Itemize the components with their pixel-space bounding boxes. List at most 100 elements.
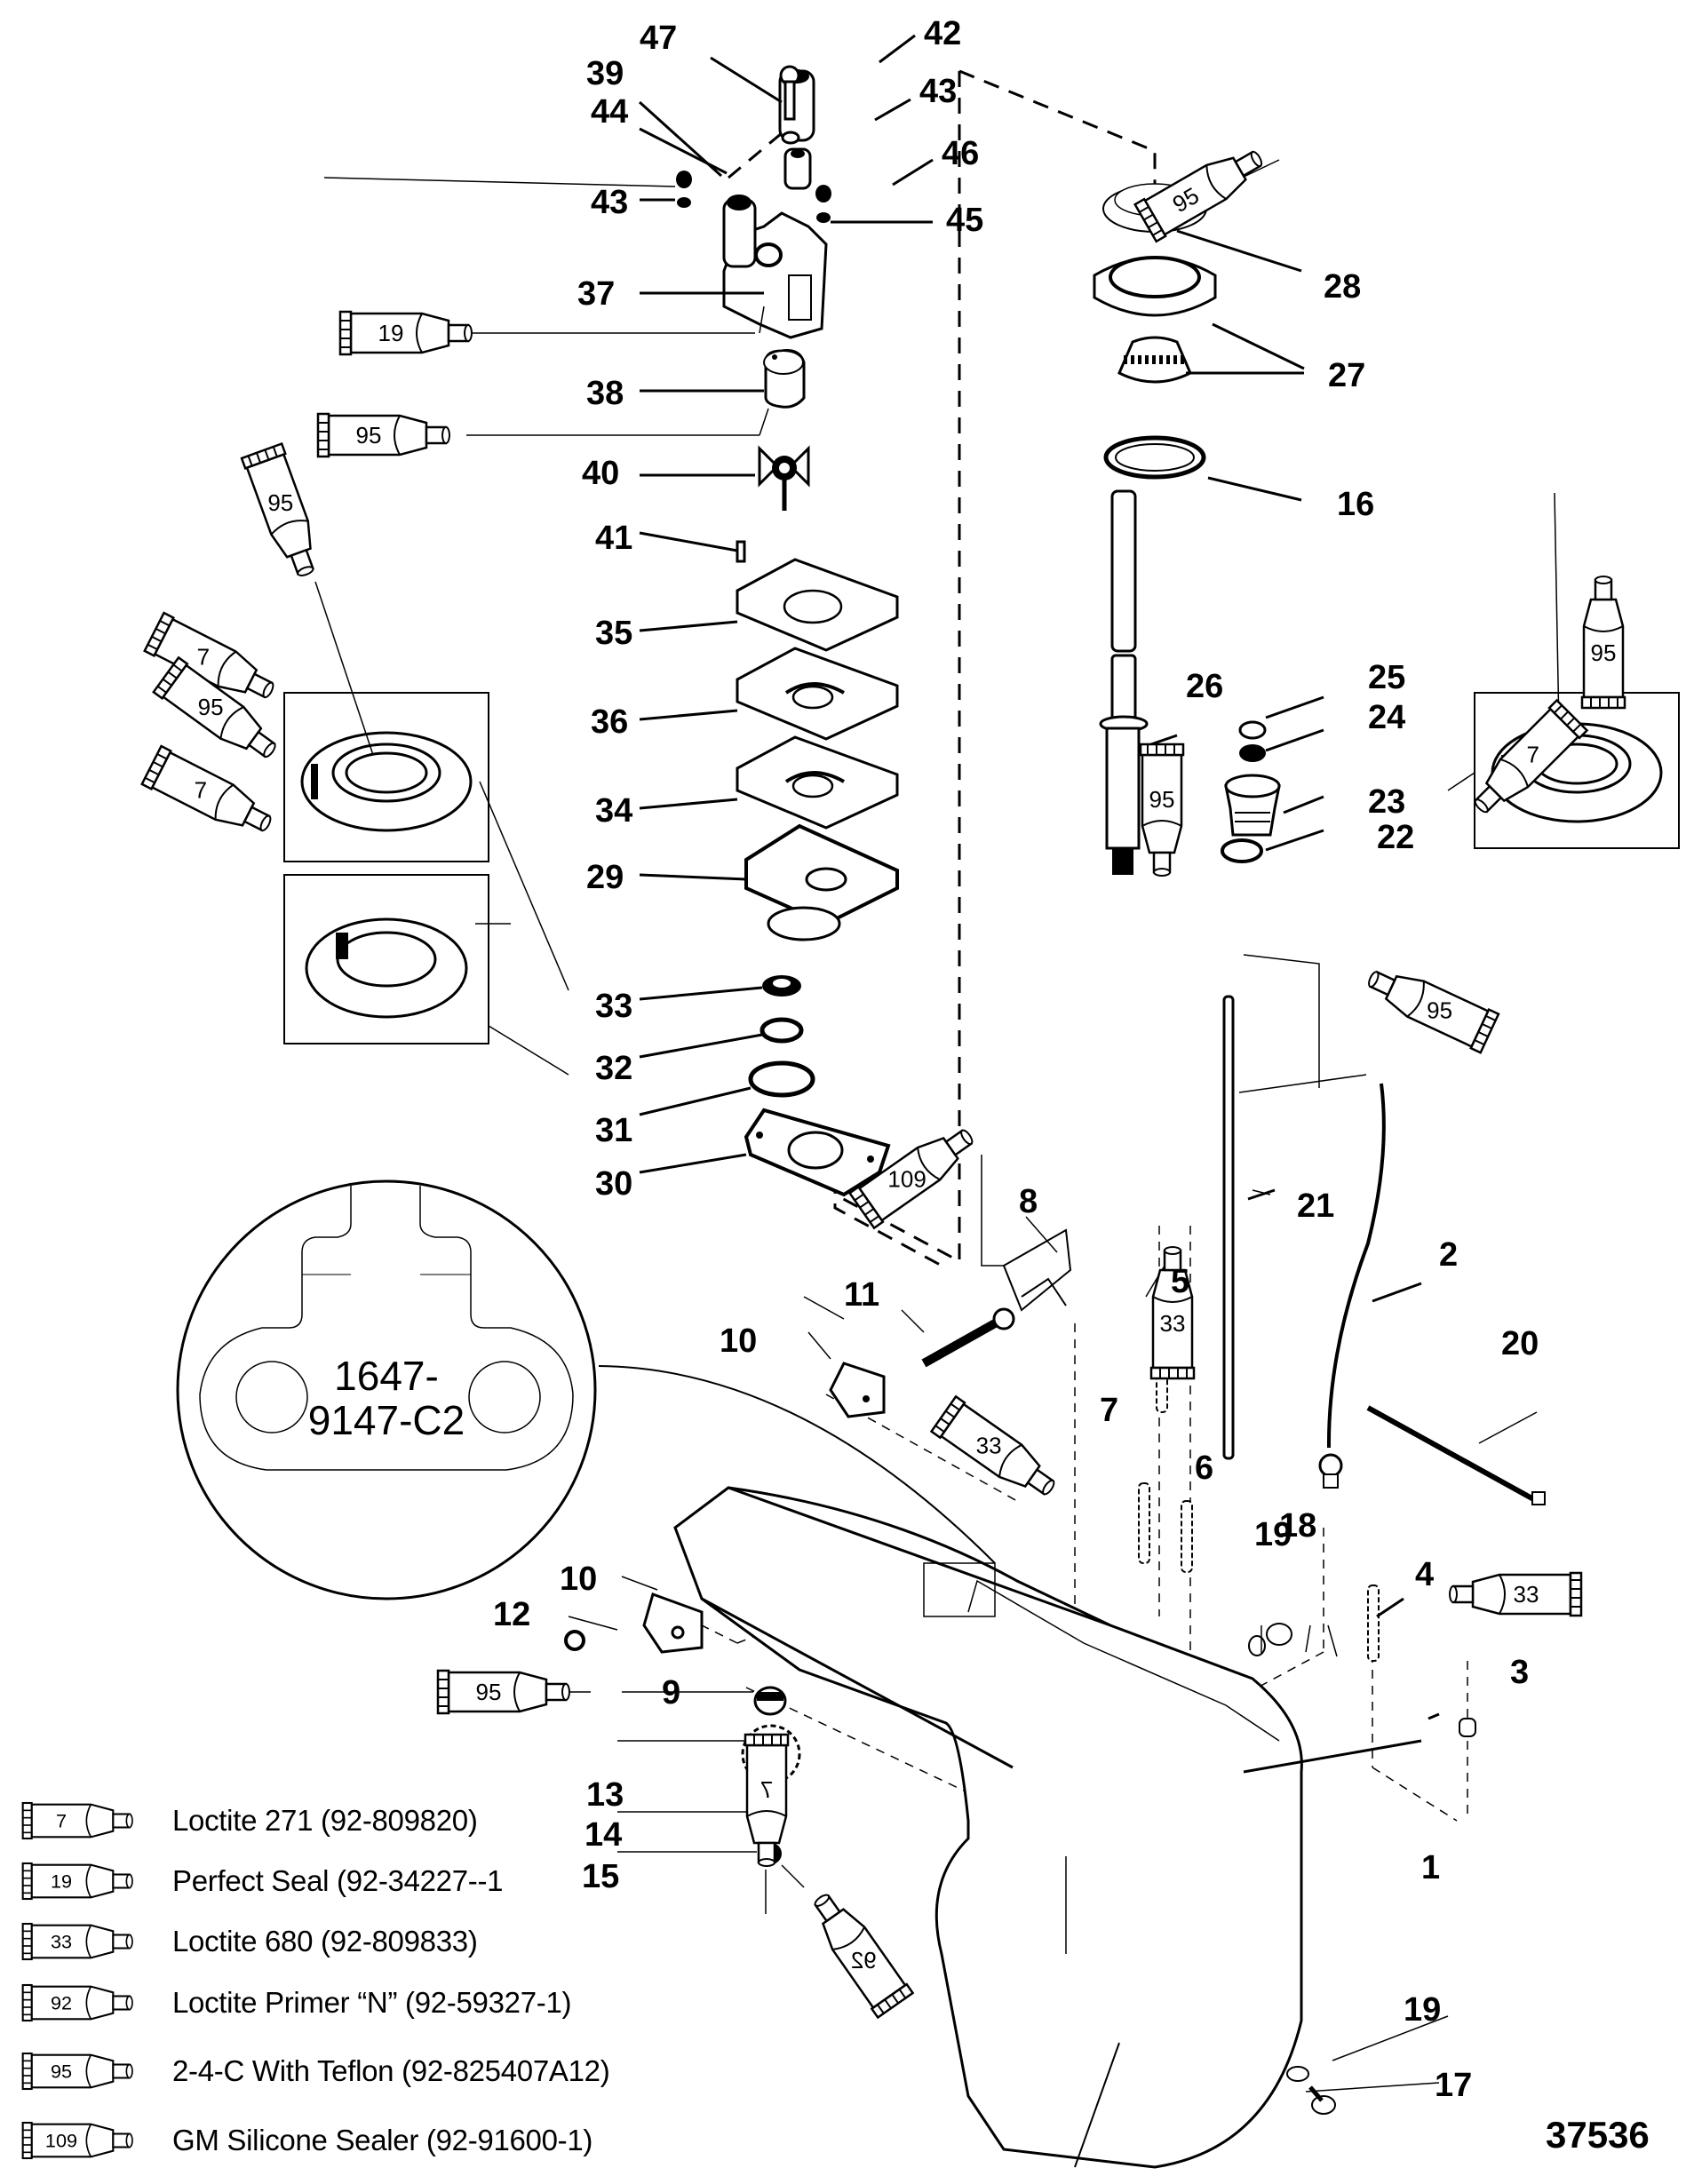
legend-row: 19 Perfect Seal (92-34227--1 [12, 1854, 504, 1908]
callout-18: 18 [1279, 1507, 1316, 1545]
part-43-washer-left [677, 197, 691, 208]
seal-box-32 [283, 874, 489, 1044]
callout-43-upper: 43 [919, 73, 957, 110]
part-32-seal [759, 1017, 804, 1044]
callout-10-upper: 10 [720, 1322, 757, 1360]
part-38-insert-cup [763, 349, 806, 409]
sealant-tube-code: 95 [356, 422, 382, 449]
callout-31: 31 [595, 1112, 632, 1149]
callout-42: 42 [924, 15, 961, 52]
sealant-tube-icon: 33 [21, 1922, 134, 1961]
part-42-screw [779, 65, 800, 121]
callout-29: 29 [586, 859, 624, 896]
figure-id: 37536 [1546, 2114, 1650, 2156]
callout-6: 6 [1195, 1449, 1213, 1487]
part-2-speedometer-tube [1318, 1083, 1386, 1489]
callout-13: 13 [586, 1776, 624, 1814]
part-37-water-pump-body [722, 195, 828, 339]
part-29-pump-base [744, 823, 899, 941]
sealant-tube: 7 [744, 1733, 790, 1868]
sealant-tube-code: 33 [976, 1433, 1002, 1459]
callout-2: 2 [1439, 1236, 1458, 1274]
callout-39: 39 [586, 55, 624, 92]
callout-9: 9 [662, 1674, 680, 1711]
part-4-stud [1367, 1584, 1380, 1662]
callout-3: 3 [1510, 1654, 1529, 1691]
part-27-bearing-cone [1117, 336, 1192, 384]
part-19-washer-top [1248, 1635, 1266, 1656]
sealant-tube: 109 [848, 1116, 983, 1229]
part-20-cable-tie [1366, 1405, 1546, 1505]
seal-box-33 [283, 692, 489, 862]
sealant-tube-code: 7 [1526, 741, 1539, 767]
sealant-tube: 33 [1448, 1571, 1583, 1617]
callout-47: 47 [640, 20, 677, 57]
inset-part-number-line2: 9147-C2 [308, 1397, 465, 1443]
callout-7-lower: 7 [1100, 1392, 1118, 1429]
sealant-tube-code: 95 [1427, 997, 1452, 1023]
part-44-nut [676, 171, 692, 188]
callout-11: 11 [844, 1276, 879, 1314]
part-40-impeller [758, 445, 810, 511]
sealant-tube-code: 33 [1160, 1310, 1186, 1337]
callout-21: 21 [1297, 1187, 1334, 1225]
callout-14: 14 [585, 1816, 622, 1854]
sealant-tube: 33 [1149, 1245, 1196, 1380]
callout-22: 22 [1377, 819, 1414, 856]
part-45-washer [816, 212, 831, 223]
sealant-tube: 95 [1360, 957, 1500, 1054]
sealant-tube: 95 [1133, 137, 1272, 243]
sealant-tube: 95 [316, 412, 451, 458]
callout-30: 30 [595, 1165, 632, 1203]
part-30-gasket [744, 1108, 891, 1197]
legend-code: 109 [45, 2130, 77, 2152]
part-23-plug [1224, 774, 1281, 837]
sealant-tube: 7 [1462, 699, 1588, 825]
sealant-tube: 95 [436, 1669, 571, 1715]
callout-17: 17 [1435, 2067, 1472, 2104]
inset-detail-circle: 1647- 9147-C2 [176, 1179, 996, 1600]
legend-code: 92 [51, 1992, 72, 2014]
sealant-tube-icon: 19 [21, 1862, 134, 1901]
sealant-tube-code: 7 [760, 1776, 773, 1803]
sealant-tube: 95 [240, 442, 329, 584]
callout-4: 4 [1415, 1556, 1434, 1593]
callout-8: 8 [1019, 1183, 1038, 1220]
callout-27: 27 [1328, 357, 1365, 394]
part-19-washer-bottom [1286, 2066, 1309, 2082]
part-25-nut [1238, 720, 1267, 740]
sealant-tube-code: 95 [1591, 639, 1617, 666]
callout-20: 20 [1501, 1325, 1539, 1362]
callout-10-lower: 10 [560, 1561, 597, 1598]
callout-46: 46 [942, 135, 979, 172]
callout-26: 26 [1186, 668, 1223, 705]
legend-row: 92 Loctite Primer “N” (92-59327-1) [12, 1976, 572, 2029]
legend-row: 33 Loctite 680 (92-809833) [12, 1915, 478, 1968]
sealant-tube: 95 [152, 656, 287, 771]
part-34-gasket [736, 735, 899, 830]
callout-23: 23 [1368, 783, 1405, 821]
sealant-tube: 92 [801, 1884, 914, 2019]
part-9-bearing [753, 1686, 787, 1716]
part-41-key [736, 540, 746, 563]
sealant-tube-code: 95 [1149, 786, 1175, 813]
thin-leader-lines [314, 159, 1560, 2093]
callout-25: 25 [1368, 659, 1405, 696]
part-3-cap [1459, 1718, 1476, 1737]
part-10-anode-lower [642, 1592, 704, 1654]
part-43-washer-right [781, 131, 800, 145]
legend-description: Loctite 680 (92-809833) [172, 1925, 478, 1958]
callout-12: 12 [493, 1596, 530, 1633]
callout-37: 37 [577, 275, 615, 313]
part-11-screw [921, 1307, 1015, 1368]
sealant-tube-code: 95 [267, 489, 293, 516]
legend-code: 33 [51, 1931, 72, 1953]
sealant-tube-code: 33 [1514, 1581, 1539, 1608]
part-36-plate [736, 647, 899, 741]
callout-45: 45 [946, 202, 983, 239]
callout-33: 33 [595, 988, 632, 1025]
part-33-seal [762, 975, 801, 997]
sealant-tube: 7 [140, 744, 280, 846]
sealant-tube-code: 109 [887, 1165, 926, 1192]
